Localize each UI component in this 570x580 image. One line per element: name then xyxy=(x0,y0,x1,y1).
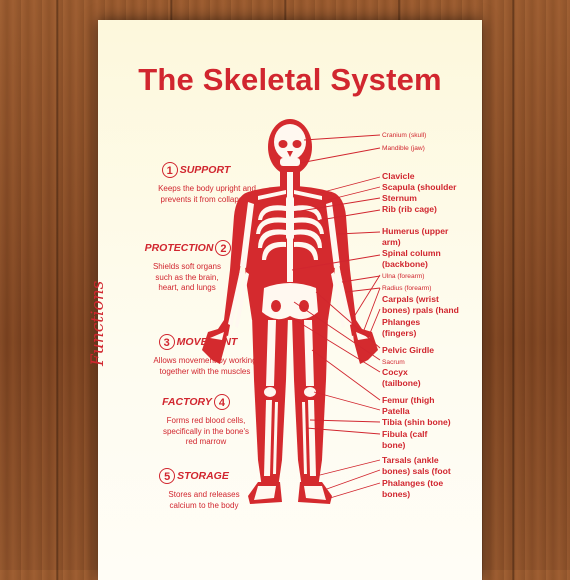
label-rib: Rib (rib cage) xyxy=(382,204,437,214)
function-desc: Forms red blood cells, specifically in t… xyxy=(162,416,250,446)
label-ulna: Ulna (forearm) xyxy=(382,273,425,280)
label-scapula: Scapula (shoulder xyxy=(382,182,457,192)
function-name: PROTECTION xyxy=(144,242,214,254)
label-tarsals-line1: Tarsals (ankle xyxy=(382,455,439,465)
skeleton-illustration xyxy=(202,119,381,504)
number-1-badge: 1 xyxy=(161,162,178,178)
label-phalanges-hand-line1: Phlanges xyxy=(382,317,421,327)
function-desc: Stores and releases calcium to the body xyxy=(168,490,240,510)
label-sternum: Sternum xyxy=(382,193,417,203)
label-phalanges-foot-line2: bones) xyxy=(382,489,411,499)
label-patella: Patella xyxy=(382,406,410,416)
function-desc: Allows movement by working together with… xyxy=(153,356,257,376)
label-radius: Radius (forearm) xyxy=(382,285,432,292)
label-tarsals-line2: bones) sals (foot xyxy=(382,466,451,476)
label-cocyx-line1: Cocyx xyxy=(382,367,408,377)
poster-title: The Skeletal System xyxy=(138,62,442,97)
function-name: SUPPORT xyxy=(179,164,231,176)
number-5-badge: 5 xyxy=(159,468,176,484)
function-name: FACTORY xyxy=(162,396,212,408)
label-humerus-line1: Humerus (upper xyxy=(382,226,449,236)
label-spinal-line1: Spinal column xyxy=(382,248,441,258)
label-carpals-line2: bones) rpals (hand xyxy=(382,305,459,315)
number-2-badge: 2 xyxy=(215,240,232,256)
label-clavicle: Clavicle xyxy=(382,171,415,181)
label-carpals-line1: Carpals (wrist xyxy=(382,294,439,304)
number-4-badge: 4 xyxy=(213,394,230,410)
function-name: STORAGE xyxy=(177,470,229,482)
label-spinal-line2: (backbone) xyxy=(382,259,428,269)
label-femur: Femur (thigh xyxy=(382,395,435,405)
label-cocyx-line2: (tailbone) xyxy=(382,378,421,388)
label-tibia: Tibia (shin bone) xyxy=(382,417,451,427)
label-phalanges-hand-line2: (fingers) xyxy=(382,328,417,338)
label-cranium: Cranium (skull) xyxy=(382,132,427,139)
label-fibula-line2: bone) xyxy=(382,440,406,450)
label-fibula-line1: Fibula (calf xyxy=(382,429,428,439)
label-phalanges-foot-line1: Phalanges (toe xyxy=(382,478,444,488)
label-pelvic-girdle: Pelvic Girdle xyxy=(382,345,435,355)
label-sacrum: Sacrum xyxy=(382,359,405,366)
function-desc: Keeps the body upright and prevents it f… xyxy=(158,184,256,204)
function-desc: Shields soft organs such as the brain, h… xyxy=(152,262,222,292)
number-3-badge: 3 xyxy=(158,334,175,350)
label-humerus-line2: arm) xyxy=(382,237,401,247)
label-mandible: Mandible (jaw) xyxy=(382,145,425,152)
